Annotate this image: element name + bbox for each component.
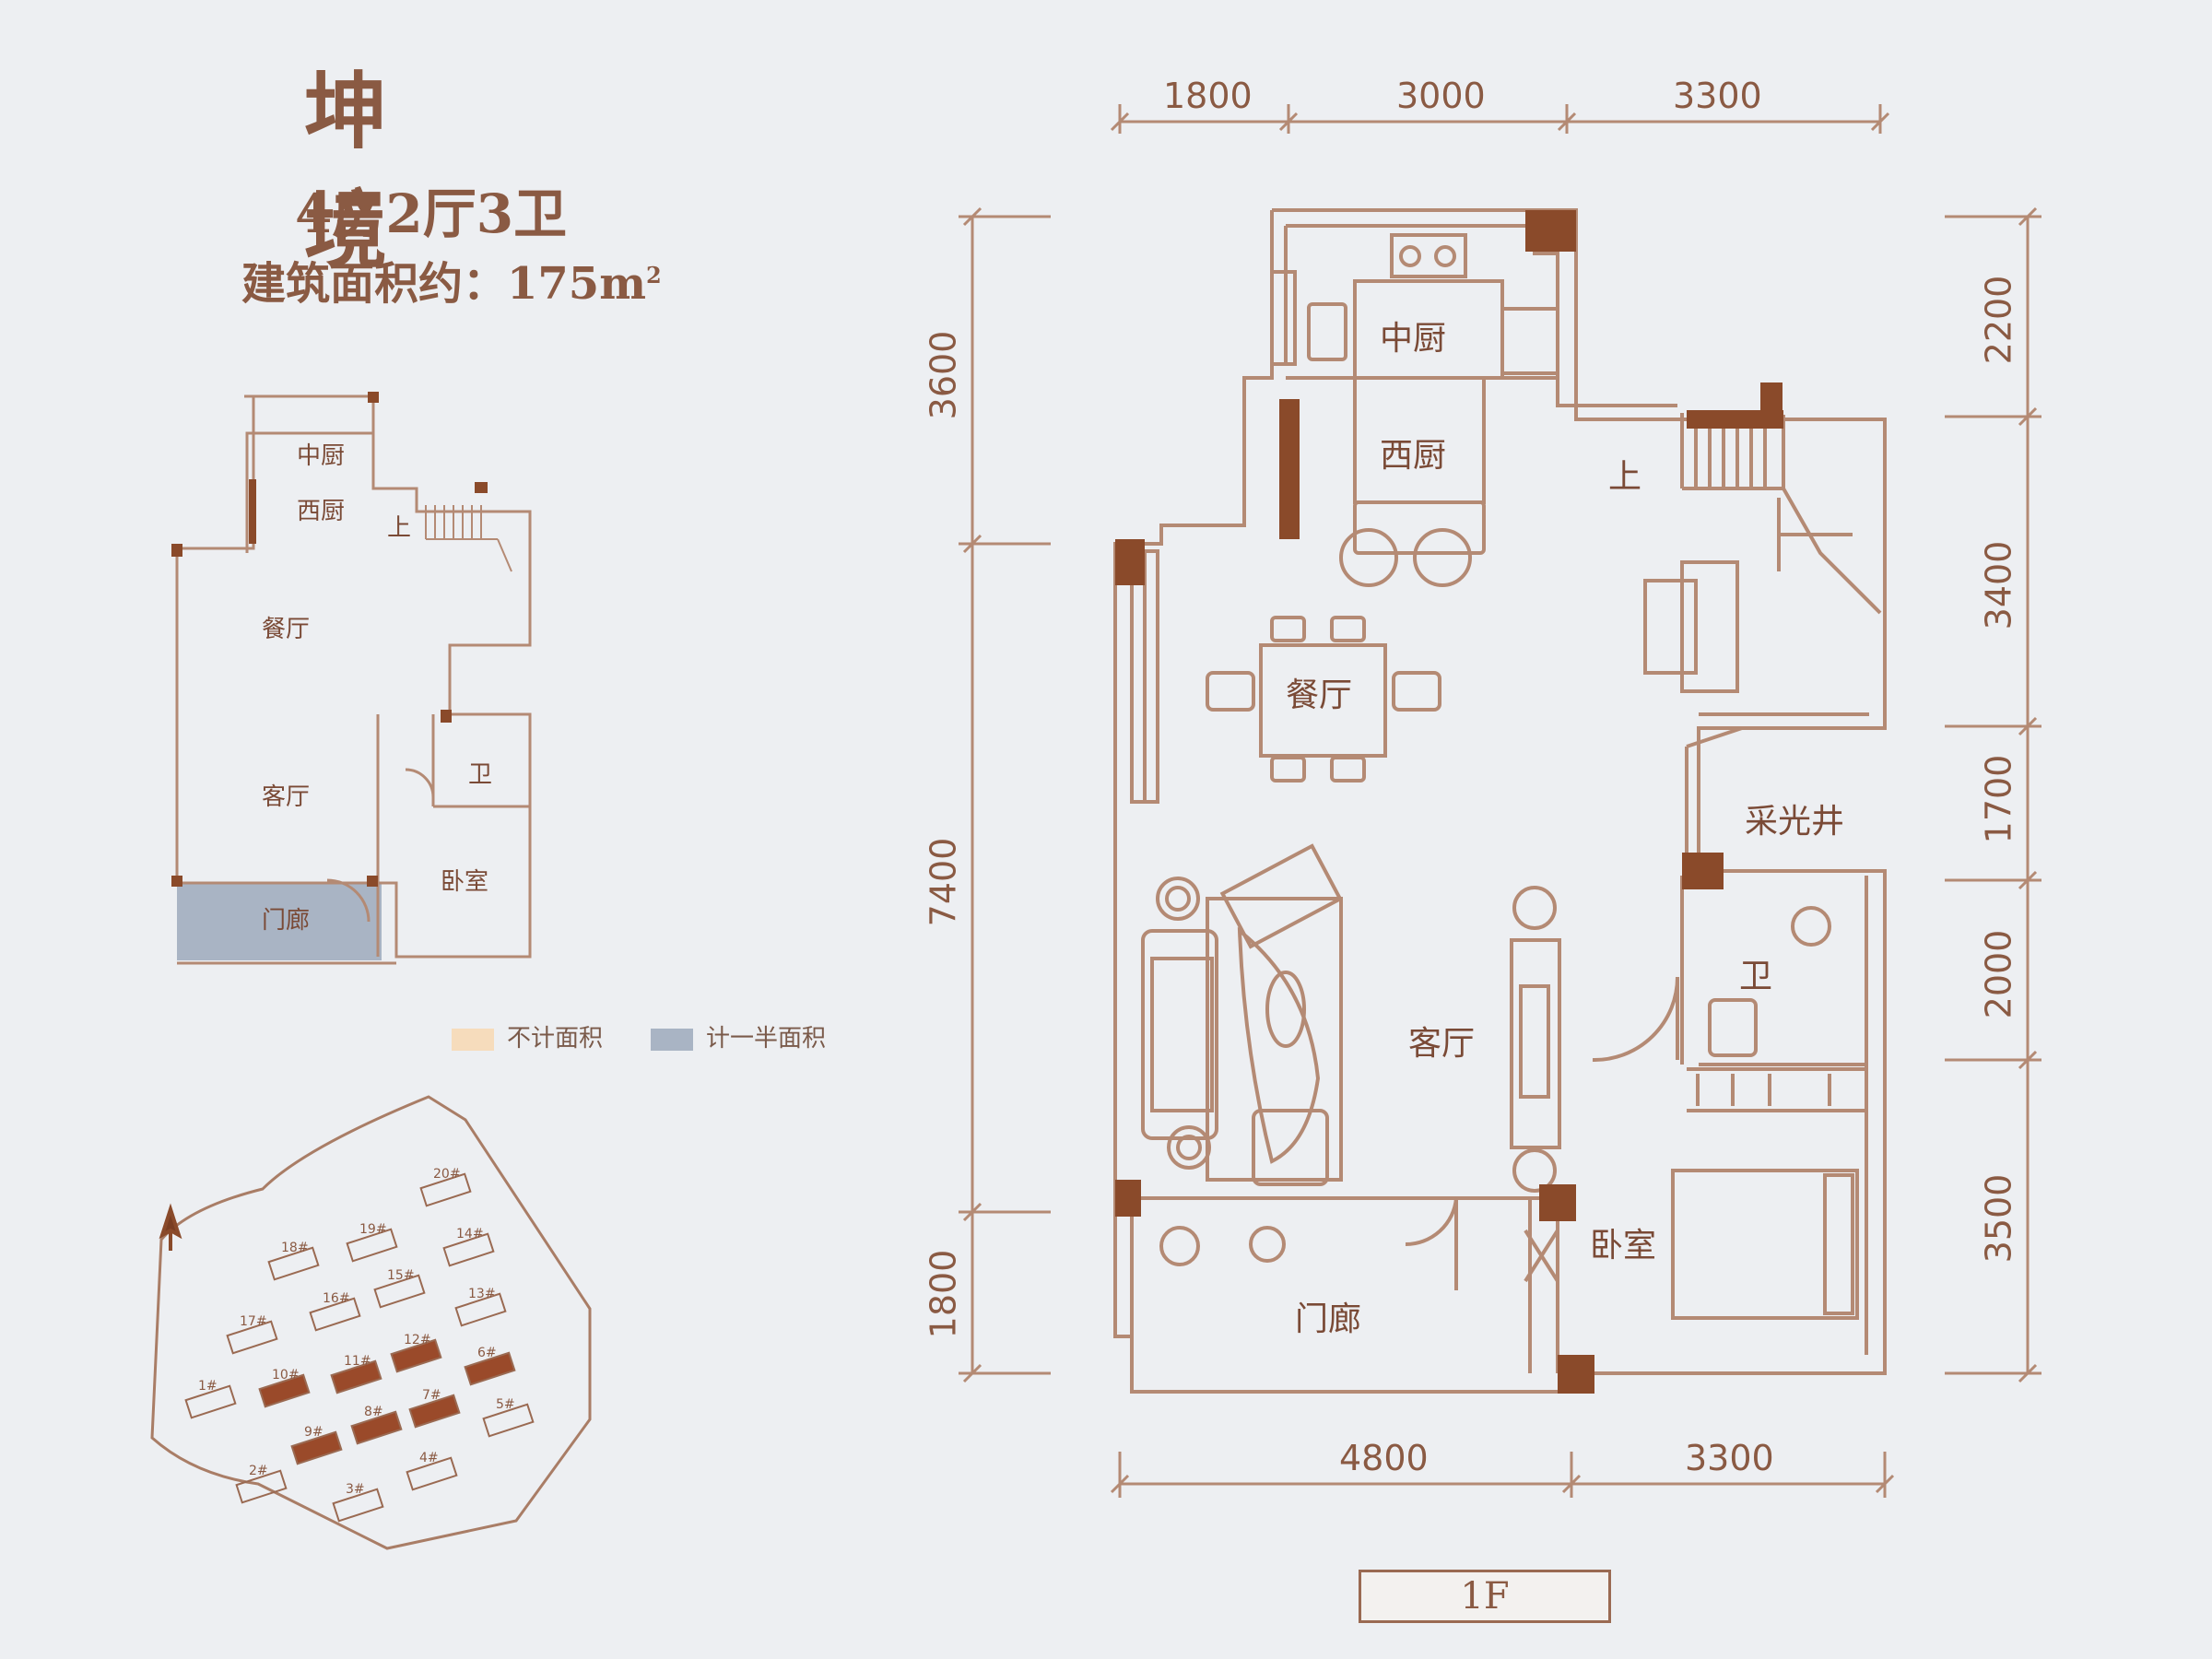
legend-label-half-counted: 计一半面积 bbox=[706, 1025, 827, 1053]
dim-right-5: 3500 bbox=[1978, 1173, 2019, 1264]
site-building bbox=[454, 1292, 507, 1327]
layout-label: 4房2厅3卫 bbox=[295, 182, 568, 245]
site-building-label: 8# bbox=[364, 1405, 383, 1419]
key-porch-fill bbox=[177, 883, 382, 960]
site-building bbox=[464, 1351, 516, 1386]
key-stair-up: 上 bbox=[387, 514, 412, 542]
dim-bottom-1: 4800 bbox=[1339, 1438, 1429, 1478]
dim-bottom-2: 3300 bbox=[1685, 1438, 1774, 1478]
site-building-label: 20# bbox=[433, 1167, 461, 1182]
north-arrow bbox=[159, 1203, 182, 1251]
site-building bbox=[290, 1430, 343, 1465]
area-label: 建筑面积约：175m2 bbox=[241, 247, 662, 312]
dim-right-3: 1700 bbox=[1978, 754, 2019, 844]
legend-swatch-half-counted bbox=[651, 1028, 693, 1051]
site-building bbox=[482, 1403, 535, 1438]
site-building-label: 1# bbox=[198, 1379, 218, 1394]
site-building-label: 16# bbox=[323, 1291, 350, 1306]
site-building-label: 12# bbox=[404, 1333, 431, 1347]
dim-top-2: 3000 bbox=[1396, 76, 1486, 116]
site-building bbox=[419, 1172, 472, 1207]
key-room-bath: 卫 bbox=[468, 761, 493, 789]
site-building bbox=[408, 1394, 461, 1429]
site-building bbox=[390, 1338, 442, 1373]
site-building bbox=[309, 1297, 361, 1332]
dim-right-2: 3400 bbox=[1978, 540, 2019, 630]
site-building-label: 4# bbox=[419, 1451, 439, 1465]
walls bbox=[1113, 208, 1887, 1394]
dim-right-4: 2000 bbox=[1978, 929, 2019, 1019]
site-building bbox=[332, 1488, 384, 1523]
dim-top-3: 3300 bbox=[1673, 76, 1762, 116]
area-sup: 2 bbox=[646, 262, 662, 288]
dimension-lines bbox=[959, 104, 2041, 1498]
room-porch: 门廊 bbox=[1295, 1300, 1362, 1338]
area-text: 建筑面积约：175m bbox=[241, 258, 646, 310]
key-room-bedroom: 卧室 bbox=[441, 868, 489, 896]
key-room-porch: 门廊 bbox=[262, 907, 311, 935]
room-living: 客厅 bbox=[1408, 1025, 1476, 1063]
key-room-kitchen-w: 西厨 bbox=[297, 498, 346, 525]
site-building-label: 19# bbox=[359, 1222, 387, 1237]
room-bedroom: 卧室 bbox=[1590, 1227, 1657, 1265]
key-room-dining: 餐厅 bbox=[262, 616, 311, 643]
site-building-label: 11# bbox=[344, 1354, 371, 1369]
structural-columns bbox=[1115, 210, 1783, 1394]
dim-left-2: 7400 bbox=[923, 837, 964, 927]
legend-label-not-counted: 不计面积 bbox=[507, 1025, 604, 1053]
floor-label: 1F bbox=[1359, 1570, 1611, 1623]
key-room-kitchen-cn: 中厨 bbox=[297, 442, 346, 470]
dim-right-1: 2200 bbox=[1978, 275, 2019, 365]
site-building-label: 17# bbox=[240, 1314, 267, 1329]
legend-swatch-not-counted bbox=[452, 1028, 494, 1051]
site-building-label: 3# bbox=[346, 1482, 365, 1497]
site-building-label: 5# bbox=[496, 1397, 515, 1412]
site-building bbox=[330, 1359, 382, 1394]
site-building-label: 15# bbox=[387, 1268, 415, 1283]
site-building-label: 10# bbox=[272, 1368, 300, 1382]
dim-left-3: 1800 bbox=[923, 1249, 964, 1339]
room-kitchen-w: 西厨 bbox=[1380, 437, 1447, 475]
site-building bbox=[258, 1373, 311, 1408]
site-building-label: 2# bbox=[249, 1464, 268, 1478]
site-building bbox=[373, 1274, 426, 1309]
site-building-label: 18# bbox=[281, 1241, 309, 1255]
dim-left-1: 3600 bbox=[923, 330, 964, 420]
legend-half-counted: 计一半面积 bbox=[651, 1019, 826, 1053]
key-room-living: 客厅 bbox=[262, 783, 311, 811]
site-building-label: 6# bbox=[477, 1346, 497, 1360]
legend-not-counted: 不计面积 bbox=[452, 1019, 603, 1053]
site-building bbox=[442, 1232, 495, 1267]
site-building bbox=[346, 1228, 398, 1263]
site-building bbox=[235, 1469, 288, 1504]
site-building bbox=[350, 1410, 403, 1445]
site-building bbox=[406, 1456, 458, 1491]
site-blocks: 1# 2# 3# 4# 5# 6# 7# 8# 9# 10# 11# 12# 13# 14# 15# 16# 1… bbox=[184, 1167, 535, 1523]
site-building-label: 9# bbox=[304, 1425, 324, 1440]
plan-title: 坤 境 bbox=[304, 63, 424, 280]
stair-up-label: 上 bbox=[1608, 458, 1642, 496]
room-bath: 卫 bbox=[1739, 958, 1773, 995]
site-building bbox=[184, 1384, 237, 1419]
site-building bbox=[267, 1246, 320, 1281]
site-building-label: 14# bbox=[456, 1227, 484, 1241]
site-boundary bbox=[150, 1095, 592, 1550]
site-building-label: 7# bbox=[422, 1388, 441, 1403]
room-kitchen-cn: 中厨 bbox=[1380, 320, 1447, 358]
site-building bbox=[226, 1320, 278, 1355]
dim-top-1: 1800 bbox=[1163, 76, 1253, 116]
room-lightwell: 采光井 bbox=[1745, 803, 1845, 841]
room-dining: 餐厅 bbox=[1286, 677, 1353, 714]
site-building-label: 13# bbox=[468, 1287, 496, 1301]
